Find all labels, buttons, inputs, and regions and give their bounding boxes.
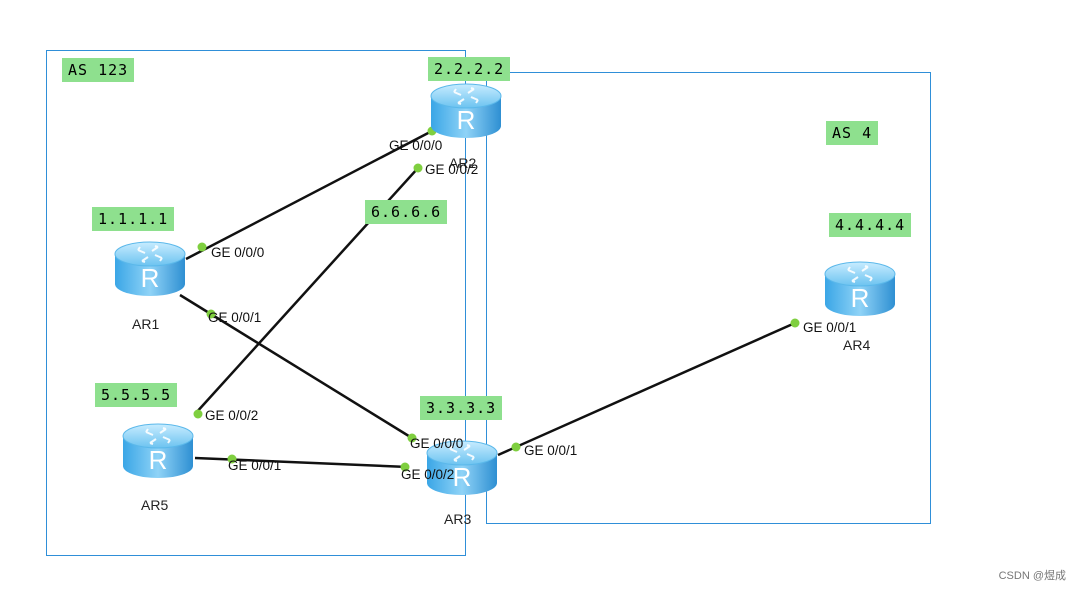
port-label: GE 0/0/1: [524, 443, 578, 458]
as4-area: [486, 72, 931, 524]
port-dot: [511, 442, 521, 452]
port-label: GE 0/0/1: [208, 310, 262, 325]
ar2-name: AR2: [449, 155, 477, 171]
extra-address-label: 6.6.6.6: [365, 200, 448, 224]
port-dot: [790, 318, 800, 328]
ar1-name: AR1: [132, 316, 160, 332]
router-icon: R: [426, 440, 498, 495]
ar1-loopback-label: 1.1.1.1: [92, 207, 175, 231]
link-ar5-ar3: [194, 456, 409, 469]
router-ar3[interactable]: R: [426, 437, 498, 497]
port-label: GE 0/0/2: [205, 408, 259, 423]
as123-label: AS 123: [62, 58, 135, 82]
as123-area: [46, 50, 466, 556]
ar5-loopback-label: 5.5.5.5: [95, 383, 178, 407]
port-dot: [413, 163, 423, 173]
port-dot: [400, 462, 410, 472]
router-ar2[interactable]: R: [430, 80, 502, 140]
svg-text:R: R: [851, 283, 870, 313]
ar3-loopback-label: 3.3.3.3: [420, 396, 503, 420]
svg-text:R: R: [149, 445, 168, 475]
svg-text:R: R: [453, 462, 472, 492]
svg-text:R: R: [141, 263, 160, 293]
router-ar1[interactable]: R: [114, 238, 186, 298]
link-ar1-ar2: [185, 129, 433, 261]
link-ar3-ar4: [497, 321, 796, 457]
ar2-loopback-label: 2.2.2.2: [428, 57, 511, 81]
router-icon: R: [430, 83, 502, 138]
as4-label: AS 4: [826, 121, 879, 145]
link-ar1-ar3: [179, 293, 413, 440]
port-dot: [407, 433, 417, 443]
port-dot: [197, 242, 207, 252]
ar3-name: AR3: [444, 511, 472, 527]
port-dot: [227, 454, 237, 464]
port-dot: [206, 309, 216, 319]
watermark: CSDN @煜成: [998, 570, 1066, 582]
port-label: GE 0/0/1: [228, 458, 282, 473]
router-icon: R: [122, 423, 194, 478]
router-icon: R: [824, 261, 896, 316]
ar5-name: AR5: [141, 497, 169, 513]
router-icon: R: [114, 241, 186, 296]
ar4-name: AR4: [843, 337, 871, 353]
port-label: GE 0/0/2: [425, 162, 479, 177]
svg-text:R: R: [457, 105, 476, 135]
port-label: GE 0/0/0: [410, 436, 464, 451]
port-label: GE 0/0/0: [389, 138, 443, 153]
port-label: GE 0/0/2: [401, 467, 455, 482]
router-ar4[interactable]: R: [824, 258, 896, 318]
port-label: GE 0/0/1: [803, 320, 857, 335]
port-dot: [193, 409, 203, 419]
router-ar5[interactable]: R: [122, 420, 194, 480]
ar4-loopback-label: 4.4.4.4: [829, 213, 912, 237]
port-label: GE 0/0/0: [211, 245, 265, 260]
